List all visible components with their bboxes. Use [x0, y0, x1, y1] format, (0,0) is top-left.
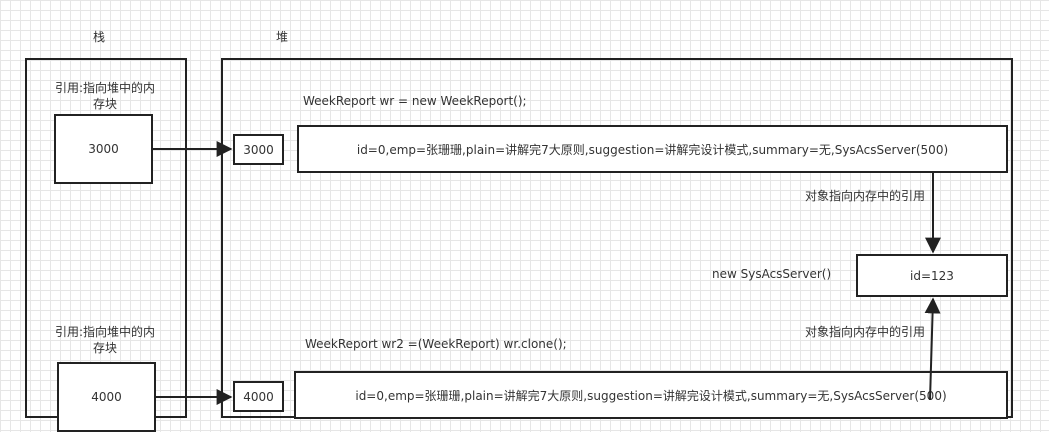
stack-title: 栈 — [93, 30, 106, 44]
heap-title: 堆 — [276, 30, 289, 44]
ref-note-2: 对象指向内存中的引用 — [805, 325, 926, 339]
stack-ref-label-1: 引用:指向堆中的内存块 — [54, 81, 156, 111]
code-line-1: WeekReport wr = new WeekReport(); — [303, 94, 527, 108]
heap-addr-box-1: 3000 — [233, 134, 284, 165]
stack-ref-box-1: 3000 — [54, 114, 153, 184]
heap-object-1: id=0,emp=张珊珊,plain=讲解完7大原则,suggestion=讲解… — [297, 125, 1008, 173]
server-code-label: new SysAcsServer() — [712, 267, 832, 281]
code-line-2: WeekReport wr2 =(WeekReport) wr.clone(); — [305, 337, 567, 351]
ref-note-1: 对象指向内存中的引用 — [805, 189, 926, 203]
connector-arrows — [153, 141, 941, 405]
server-object-box: id=123 — [856, 254, 1008, 297]
stack-ref-label-2: 引用:指向堆中的内存块 — [54, 325, 156, 355]
arrow-object2-to-server — [924, 297, 941, 401]
